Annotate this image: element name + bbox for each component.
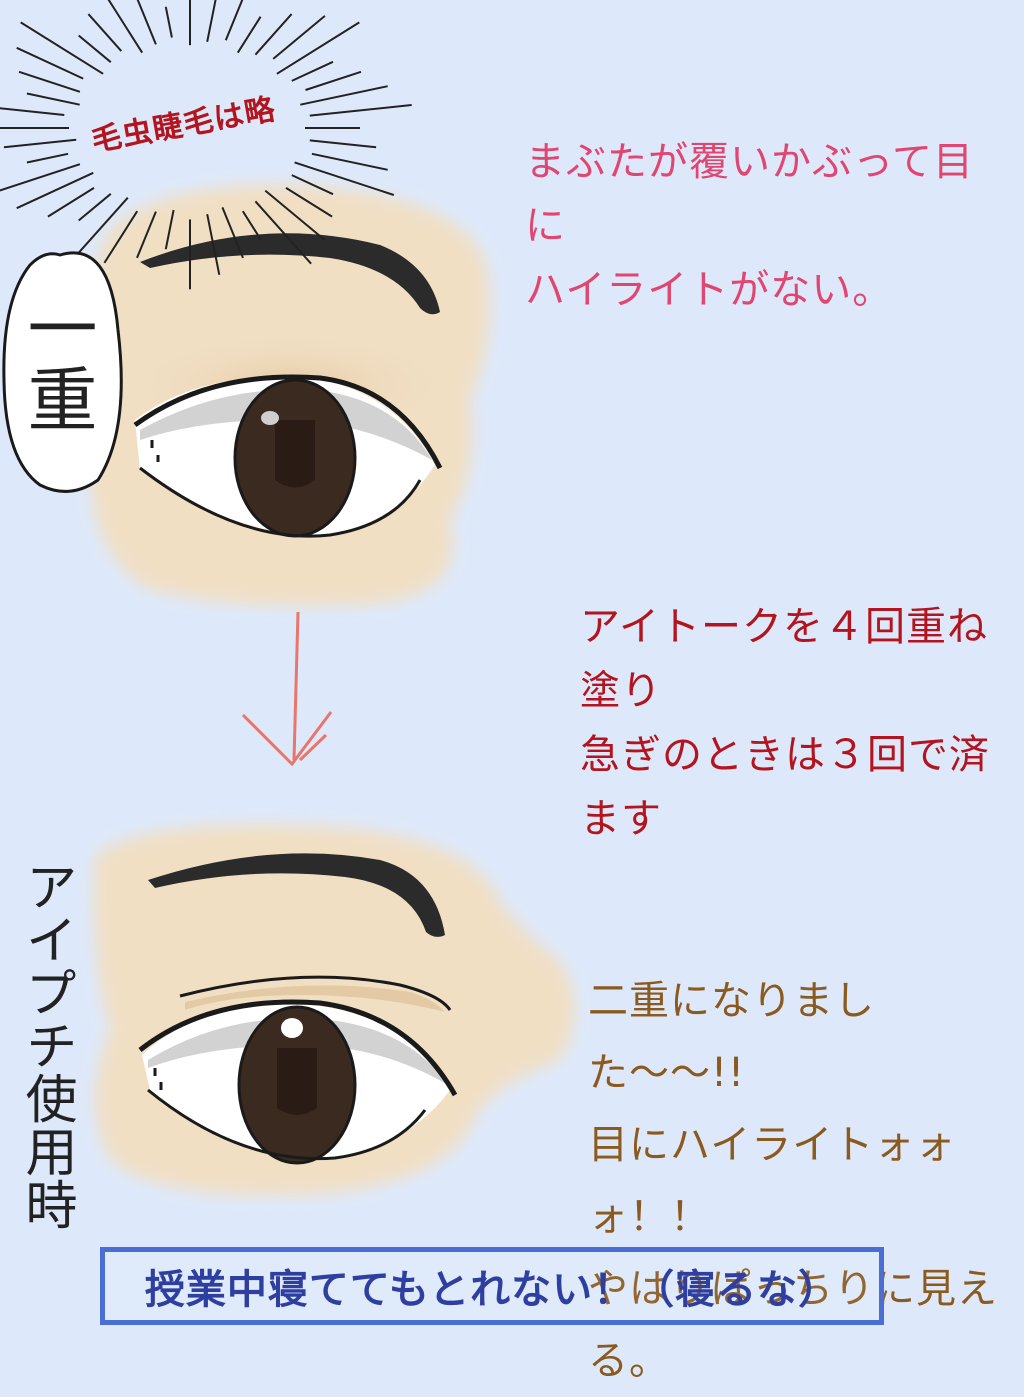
bottom-eye-glint (281, 1018, 303, 1038)
sunburst-ray (0, 107, 65, 116)
eyeputti-label: アイプチ使用時 (16, 860, 76, 1231)
sunburst-ray (276, 21, 360, 75)
single-eyelid-bubble (2, 251, 123, 493)
sunburst-ray (26, 152, 69, 164)
single-eyelid-label: 一重 (16, 292, 98, 434)
top-note-line-2: ハイライトがない。 (525, 267, 894, 313)
sunburst-ray (20, 21, 104, 75)
sunburst-ray (87, 13, 123, 52)
sunburst-ray (3, 138, 77, 149)
sunburst-ray (136, 0, 157, 45)
sunburst-ray (305, 70, 362, 91)
top-eye-lower-outline (139, 466, 422, 538)
sunburst-ray (221, 207, 244, 259)
bottom-note-line-2: 目にハイライトォォォ！！ (588, 1122, 957, 1240)
sunburst-ray (294, 161, 395, 196)
bottom-eyebrow (148, 853, 445, 937)
bottom-note-line-3: やはりぱっちりに見える。 (588, 1266, 998, 1384)
sunburst-ray (254, 13, 293, 56)
sunburst-ray (164, 6, 173, 38)
top-eye-glint (261, 411, 279, 425)
sunburst-ray (224, 0, 244, 41)
sunburst-ray (0, 163, 81, 192)
sunburst-ray (291, 60, 334, 82)
sunburst-ray (285, 187, 333, 218)
bottom-note-line-1: 二重になりました〜〜!! (588, 978, 875, 1096)
top-pupil (275, 420, 315, 488)
sunburst-ray (206, 0, 217, 42)
sunburst-ray (236, 16, 262, 54)
bottom-note: 二重になりました〜〜!! 目にハイライトォォォ！！ やはりぱっちりに見える。 (588, 965, 1018, 1397)
bottom-sclera-shadow (148, 1018, 448, 1085)
sunburst-ray (300, 85, 388, 106)
sleeping-banner: 授業中寝ててもとれない！（寝るな） (100, 1247, 884, 1325)
bottom-double-crease (179, 975, 452, 1011)
sunburst-ray (206, 214, 221, 275)
down-arrow (241, 611, 333, 767)
top-sclera-shadow (140, 389, 432, 460)
bottom-eye-illustration (94, 824, 575, 1196)
bottom-pupil (277, 1048, 317, 1115)
sleeping-banner-text: 授業中寝ててもとれない！（寝るな） (144, 1267, 840, 1313)
sunburst-ray (136, 211, 157, 259)
bottom-eye-outline (138, 999, 458, 1097)
middle-note-line-2: 急ぎのときは３回で済ます (580, 732, 990, 842)
bottom-eye-lower-outline (147, 1088, 427, 1161)
sunburst-ray (26, 92, 80, 106)
middle-note-line-1: アイトークを４回重ね塗り (580, 604, 988, 714)
top-lash-dots (150, 440, 160, 462)
illustration-canvas (0, 0, 575, 1196)
sunburst-ray (78, 34, 112, 63)
sunburst-ray (16, 46, 84, 80)
sunburst-ray (16, 171, 94, 210)
sunburst-ray (311, 152, 388, 171)
sunburst-ray (254, 200, 312, 265)
sunburst-ray (103, 210, 139, 264)
sunburst-ray (309, 104, 412, 117)
sunburst-ray (78, 193, 112, 222)
sunburst-lines (0, 0, 412, 290)
sunburst-ray (107, 0, 144, 54)
top-note: まぶたが覆いかぶって目に ハイライトがない。 (525, 130, 1005, 322)
top-eye-illustration (86, 184, 490, 606)
sunburst-ray (272, 15, 326, 60)
top-eye-outline (133, 374, 443, 470)
sunburst-ray (309, 139, 377, 149)
sunburst-ray (291, 174, 334, 196)
sunburst-ray (47, 187, 95, 218)
sunburst-ray (264, 189, 326, 241)
middle-note: アイトークを４回重ね塗り 急ぎのときは３回で済ます (580, 595, 1020, 851)
top-note-line-1: まぶたが覆いかぶって目に (525, 139, 974, 249)
bottom-lash-dots (153, 1068, 163, 1090)
bottom-crease-shade (185, 985, 445, 1012)
sunburst-ray (241, 210, 262, 240)
sunburst-ray (164, 209, 175, 250)
sunburst-ray (18, 70, 81, 93)
